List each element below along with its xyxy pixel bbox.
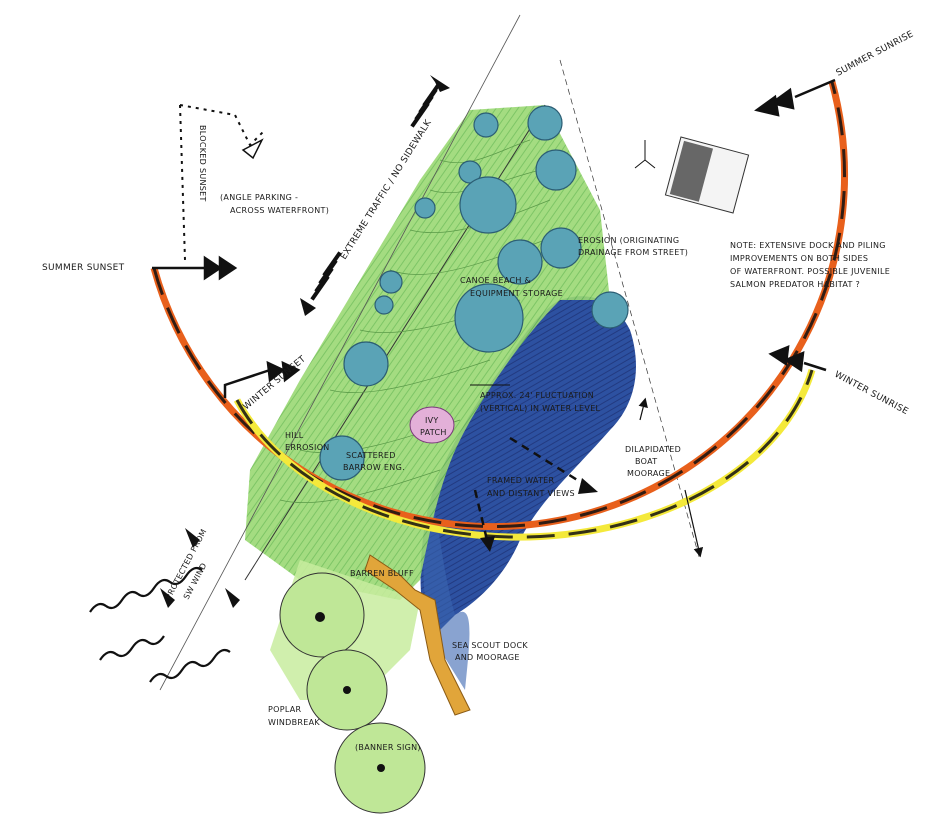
blocked-sunset-line <box>180 105 265 260</box>
sw-wind-arrows <box>90 568 230 682</box>
label-canoe-2: EQUIPMENT STORAGE <box>470 289 563 298</box>
dilapidated-arrow-up <box>640 400 645 420</box>
label-canoe-1: CANOE BEACH & <box>460 276 531 285</box>
label-banner-sign: (BANNER SIGN) <box>355 743 421 752</box>
label-ivy-1: IVY <box>425 416 439 425</box>
ivy-patch <box>410 407 454 443</box>
label-note-4: SALMON PREDATOR HABITAT ? <box>730 280 860 289</box>
traffic-arrow-north <box>410 75 450 128</box>
label-hill-1: HILL <box>285 431 304 440</box>
label-erosion-2: DRAINAGE FROM STREET) <box>578 248 688 257</box>
label-poplar-1: POPLAR <box>268 705 302 714</box>
location-map-thumbnail <box>665 137 748 213</box>
label-note-1: NOTE: EXTENSIVE DOCK AND PILING <box>730 241 886 250</box>
label-ivy-2: PATCH <box>420 428 447 437</box>
label-framed-2: AND DISTANT VIEWS <box>487 489 575 498</box>
label-summer-sunrise: SUMMER SUNRISE <box>835 29 916 78</box>
summer-sunset-arrows <box>152 258 235 278</box>
blocked-arrow <box>243 140 262 158</box>
summer-sunrise-arrows <box>757 80 835 115</box>
label-summer-sunset: SUMMER SUNSET <box>42 263 125 273</box>
label-hill-2: ERROSION <box>285 443 330 452</box>
label-blocked-sunset: BLOCKED SUNSET <box>198 125 207 202</box>
label-dilapidated-3: MOORAGE <box>627 469 670 478</box>
label-sea-scout-2: AND MOORAGE <box>455 653 520 662</box>
label-erosion-1: EROSION (ORIGINATING <box>578 236 679 245</box>
label-framed-1: FRAMED WATER <box>487 476 555 485</box>
label-barren-bluff: BARREN BLUFF <box>350 569 414 578</box>
label-note-3: OF WATERFRONT. POSSIBLE JUVENILE <box>730 267 890 276</box>
label-angle-parking-2: ACROSS WATERFRONT) <box>230 206 329 215</box>
label-winter-sunrise: WINTER SUNRISE <box>833 370 910 417</box>
view-arrowhead-1 <box>578 478 598 494</box>
north-arrow <box>635 140 655 168</box>
label-scattered-2: BARROW ENG. <box>343 463 405 472</box>
label-poplar-2: WINDBREAK <box>268 718 320 727</box>
label-note-2: IMPROVEMENTS ON BOTH SIDES <box>730 254 868 263</box>
traffic-arrow-south <box>300 251 342 316</box>
label-sea-scout-1: SEA SCOUT DOCK <box>452 641 528 650</box>
label-dilapidated-1: DILAPIDATED <box>625 445 681 454</box>
label-scattered-1: SCATTERED <box>346 451 396 460</box>
label-dilapidated-2: BOAT <box>635 457 657 466</box>
label-angle-parking: (ANGLE PARKING - <box>220 193 298 202</box>
label-fluctuation-1: APPROX. 24' FLUCTUATION <box>480 391 594 400</box>
label-fluctuation-2: (VERTICAL) IN WATER LEVEL <box>480 404 601 413</box>
